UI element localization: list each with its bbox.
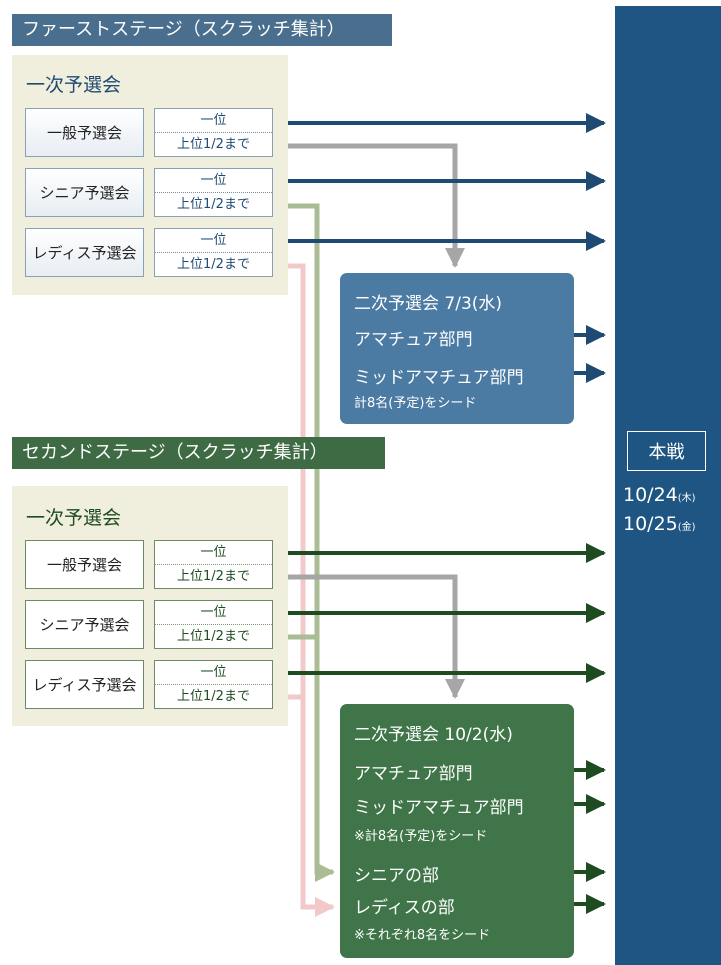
first-stage-secondary-box: 二次予選会 7/3(水) アマチュア部門 ミッドアマチュア部門 計8名(予定)を… [340,273,574,424]
rank-top-half: 上位1/2まで [177,569,250,584]
connector-general [273,143,465,268]
rank-first: 一位 [155,601,272,625]
division-senior: シニアの部 [354,866,439,886]
second-stage-header: セカンドステージ（スクラッチ集計） [12,437,385,469]
connector-general-2 [273,574,465,699]
rank-first: 一位 [155,109,272,133]
connector-senior [273,203,335,882]
division-mid-amateur: ミッドアマチュア部門 [354,368,524,388]
secondary-title: 二次予選会 7/3(水) [354,294,503,314]
rank-top-half: 上位1/2まで [177,197,250,212]
rank-top-half: 上位1/2まで [177,137,250,152]
result-ladies-2: 一位 上位1/2まで [154,660,273,709]
final-date-1: 10/24(木) [623,484,696,506]
division-amateur: アマチュア部門 [354,330,473,350]
seed-note: 計8名(予定)をシード [354,396,477,411]
qualifier-senior-2: シニア予選会 [25,600,144,649]
connector-ladies [273,263,335,917]
first-stage-primary-title: 一次予選会 [26,74,122,96]
final-label: 本戦 [627,431,706,471]
rank-top-half: 上位1/2まで [177,629,250,644]
division-mid-amateur: ミッドアマチュア部門 [354,798,524,818]
result-senior: 一位 上位1/2まで [154,168,273,217]
division-ladies: レディスの部 [354,898,455,918]
qualifier-ladies: レディス予選会 [25,228,144,277]
final-column: 本戦 10/24(木) 10/25(金) [615,6,721,965]
division-amateur: アマチュア部門 [354,764,473,784]
qualifier-general: 一般予選会 [25,108,144,157]
rank-first: 一位 [155,169,272,193]
final-date-2: 10/25(金) [623,513,696,535]
second-stage-primary-title: 一次予選会 [26,507,122,529]
date-1: 10/24 [623,484,678,506]
result-senior-2: 一位 上位1/2まで [154,600,273,649]
rank-top-half: 上位1/2まで [177,689,250,704]
result-general-2: 一位 上位1/2まで [154,540,273,589]
qualifier-ladies-2: レディス予選会 [25,660,144,709]
day-1: (木) [677,493,696,504]
result-general: 一位 上位1/2まで [154,108,273,157]
seed-note-each: ※それぞれ8名をシード [354,928,491,943]
secondary-title: 二次予選会 10/2(水) [354,725,513,745]
seed-note: ※計8名(予定)をシード [354,829,488,844]
date-2: 10/25 [623,513,678,535]
qualifier-general-2: 一般予選会 [25,540,144,589]
rank-first: 一位 [155,541,272,565]
rank-first: 一位 [155,229,272,253]
day-2: (金) [677,522,696,533]
qualifier-senior: シニア予選会 [25,168,144,217]
result-ladies: 一位 上位1/2まで [154,228,273,277]
first-stage-header: ファーストステージ（スクラッチ集計） [12,14,392,46]
rank-first: 一位 [155,661,272,685]
rank-top-half: 上位1/2まで [177,257,250,272]
second-stage-secondary-box: 二次予選会 10/2(水) アマチュア部門 ミッドアマチュア部門 ※計8名(予定… [340,704,574,958]
